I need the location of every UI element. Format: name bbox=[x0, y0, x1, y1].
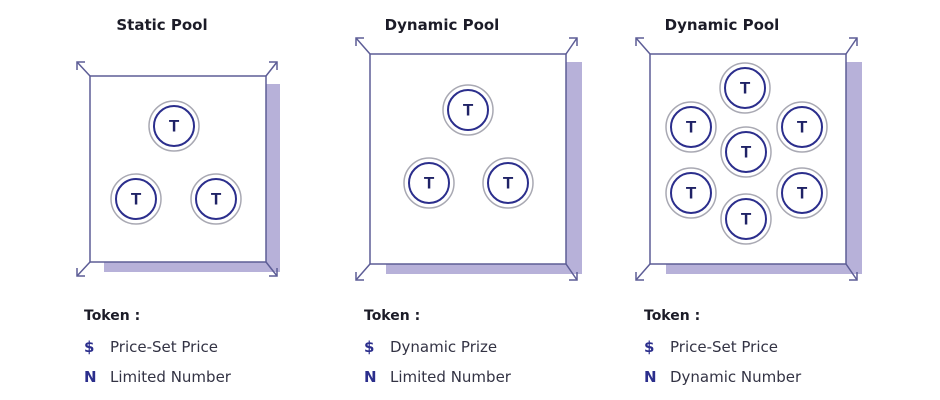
legend-item-number: N Limited Number bbox=[84, 362, 231, 392]
legend-item-number: N Dynamic Number bbox=[644, 362, 801, 392]
token-icon: T bbox=[482, 157, 534, 209]
token-icon: T bbox=[776, 167, 828, 219]
legend-item-number: N Limited Number bbox=[364, 362, 511, 392]
token-icon: T bbox=[190, 173, 242, 225]
token-letter: T bbox=[211, 190, 222, 209]
token-letter: T bbox=[741, 210, 752, 229]
dollar-icon: $ bbox=[84, 338, 95, 356]
dynamic-pool-diagram: T T T bbox=[355, 37, 582, 281]
legend-item-label: Dynamic Number bbox=[670, 368, 802, 386]
token-group: T T T bbox=[110, 100, 242, 225]
token-letter: T bbox=[686, 184, 697, 203]
legend-item-label: Dynamic Prize bbox=[390, 338, 498, 356]
dollar-icon: $ bbox=[644, 338, 655, 356]
token-icon: T bbox=[110, 173, 162, 225]
token-icon: T bbox=[148, 100, 200, 152]
token-letter: T bbox=[169, 117, 180, 136]
token-icon: T bbox=[665, 101, 717, 153]
token-letter: T bbox=[503, 174, 514, 193]
corner-arrows bbox=[635, 37, 858, 281]
dollar-icon: $ bbox=[364, 338, 375, 356]
legend-item-label: Limited Number bbox=[390, 368, 511, 386]
token-group: T T T bbox=[403, 84, 534, 209]
token-icon: T bbox=[403, 157, 455, 209]
token-icon: T bbox=[719, 62, 771, 114]
token-letter: T bbox=[463, 101, 474, 120]
legend-item-price: $ Price-Set Price bbox=[644, 332, 801, 362]
corner-arrows bbox=[355, 37, 578, 281]
token-icon: T bbox=[720, 193, 772, 245]
token-icon: T bbox=[665, 167, 717, 219]
legend-item-price: $ Price-Set Price bbox=[84, 332, 231, 362]
legend-heading: Token : bbox=[644, 308, 701, 324]
token-icon: T bbox=[442, 84, 494, 136]
legend: Token : $ Price-Set Price N Limited Numb… bbox=[84, 308, 231, 392]
token-letter: T bbox=[797, 184, 808, 203]
token-letter: T bbox=[740, 79, 751, 98]
token-letter: T bbox=[424, 174, 435, 193]
number-icon: N bbox=[644, 368, 657, 386]
legend-item-label: Price-Set Price bbox=[670, 338, 778, 356]
legend-item-label: Price-Set Price bbox=[110, 338, 218, 356]
panel-title: Dynamic Pool bbox=[384, 16, 500, 34]
panel-title: Dynamic Pool bbox=[664, 16, 780, 34]
number-icon: N bbox=[364, 368, 377, 386]
token-letter: T bbox=[131, 190, 142, 209]
legend-item-price: $ Dynamic Prize bbox=[364, 332, 511, 362]
static-pool-diagram: T T T bbox=[76, 61, 280, 277]
legend: Token : $ Dynamic Prize N Limited Number bbox=[364, 308, 511, 392]
token-letter: T bbox=[741, 143, 752, 162]
token-group: T T T T T bbox=[665, 62, 828, 245]
token-icon: T bbox=[776, 101, 828, 153]
dynamic-pool-panel-expanded: Dynamic Pool T T T bbox=[572, 0, 872, 400]
dynamic-pool-panel: Dynamic Pool T T T bbox=[292, 0, 592, 400]
panel-title: Static Pool bbox=[116, 16, 208, 34]
legend: Token : $ Price-Set Price N Dynamic Numb… bbox=[644, 308, 801, 392]
legend-item-label: Limited Number bbox=[110, 368, 231, 386]
token-icon: T bbox=[720, 126, 772, 178]
dynamic-pool-expanded-diagram: T T T T T bbox=[635, 37, 862, 281]
corner-arrows bbox=[76, 61, 278, 277]
legend-heading: Token : bbox=[84, 308, 141, 324]
static-pool-panel: Static Pool T T T bbox=[12, 0, 312, 400]
token-letter: T bbox=[686, 118, 697, 137]
number-icon: N bbox=[84, 368, 97, 386]
legend-heading: Token : bbox=[364, 308, 421, 324]
token-letter: T bbox=[797, 118, 808, 137]
